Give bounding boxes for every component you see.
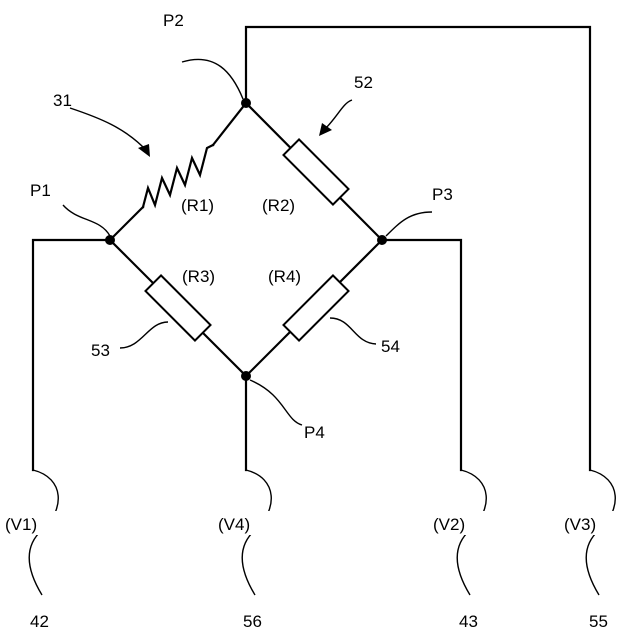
ref-label-55: 55 [589,612,608,631]
terminal-label-v4: (V4) [218,515,250,534]
ref-label-43: 43 [459,612,478,631]
leader-ref52 [325,100,352,129]
wire-p1-r1 [110,207,143,240]
ref-label-42: 42 [30,612,49,631]
node-label-p2: P2 [163,11,184,30]
wire-r1-p2 [213,103,246,145]
resistor-label-r1: (R1) [181,196,214,215]
terminal-label-v1: (V1) [5,515,37,534]
node-label-p3: P3 [432,185,453,204]
terminal-label-v3: (V3) [564,515,596,534]
terminal-label-v2: (V2) [433,515,465,534]
lead-v3 [246,27,590,470]
resistor-r2 [283,139,348,204]
ref-label-56: 56 [243,612,262,631]
node-dot-p3 [377,235,387,245]
arrowhead-ref31 [138,144,150,157]
leader-p1 [63,205,110,236]
ref-label-52: 52 [354,73,373,92]
resistor-label-r3: (R3) [182,267,215,286]
leader-p4 [250,380,302,425]
node-label-p1: P1 [30,181,51,200]
node-dot-p1 [105,235,115,245]
leader-p3 [386,212,432,236]
node-dot-p2 [241,98,251,108]
resistor-label-r2: (R2) [262,196,295,215]
node-dot-p4 [241,371,251,381]
node-label-p4: P4 [304,423,325,442]
leader-ref31 [70,108,146,150]
ref-label-54: 54 [381,337,400,356]
leader-ref54 [330,318,376,344]
resistor-label-r4: (R4) [268,267,301,286]
leader-p2 [182,59,243,99]
ref-label-53: 53 [91,341,110,360]
arrowhead-ref52 [319,123,332,136]
ref-label-31: 31 [53,91,72,110]
leader-ref53 [120,322,168,348]
